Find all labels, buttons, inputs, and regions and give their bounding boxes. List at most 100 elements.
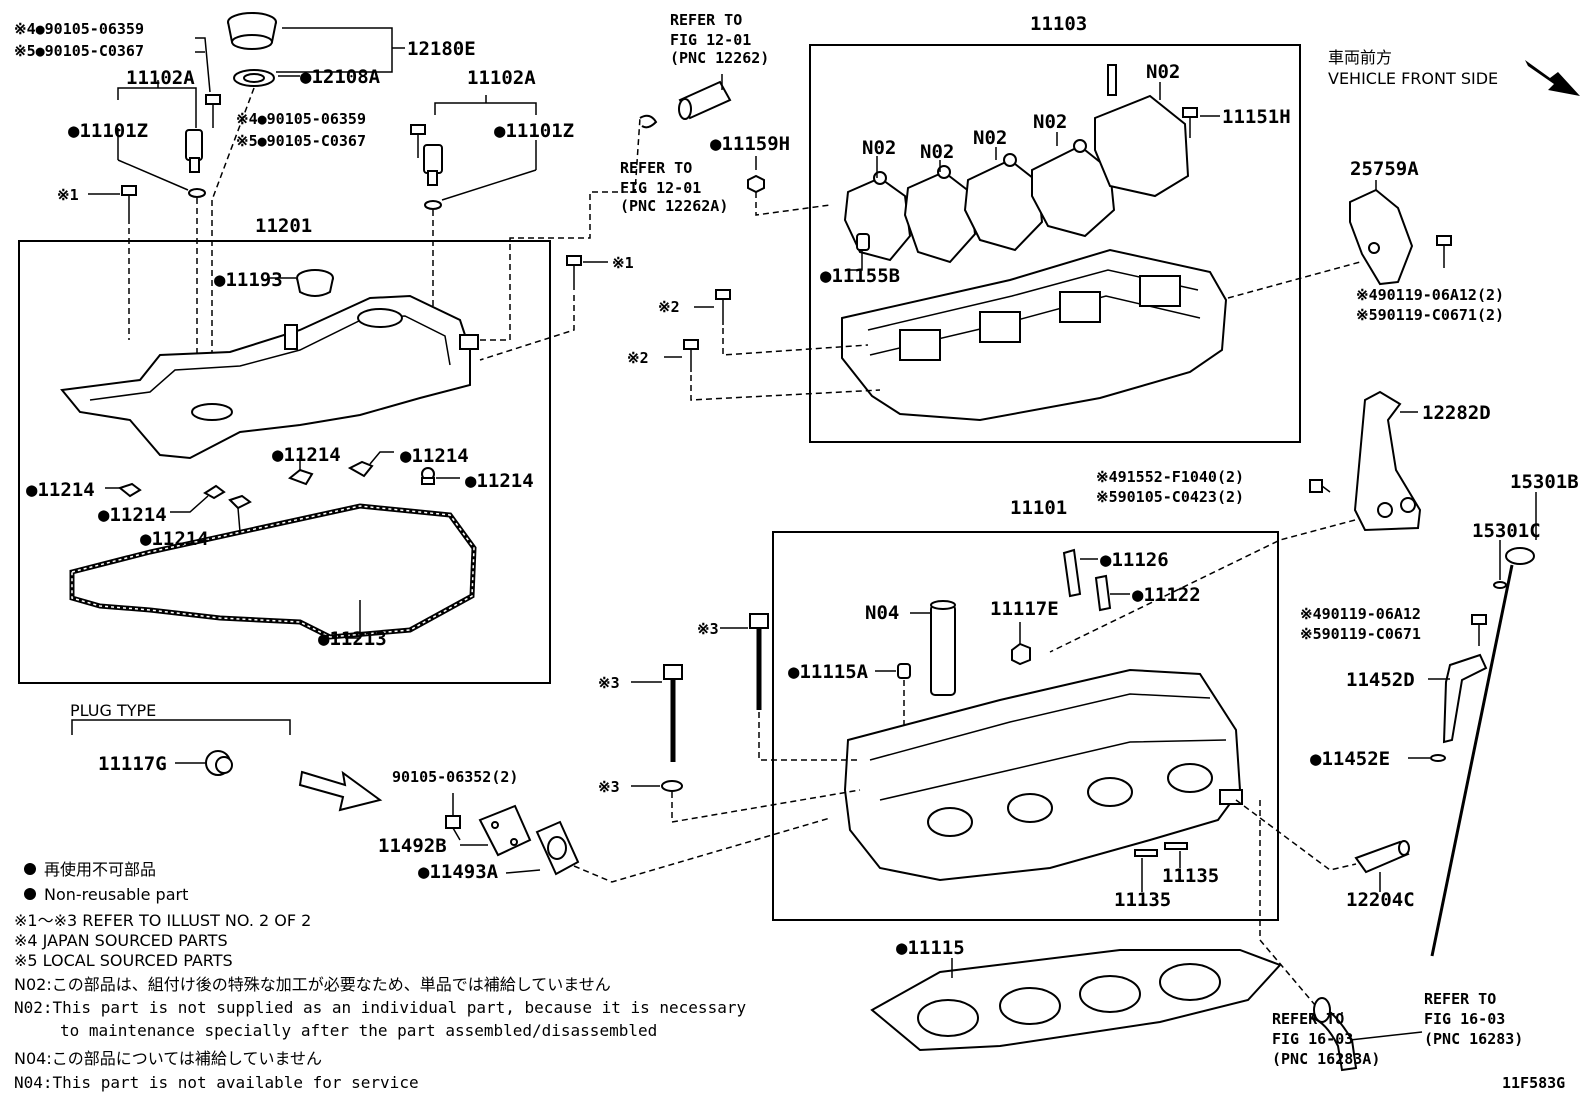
vehicle-front-arrow (1525, 60, 1580, 96)
cam-position-sensor-left[interactable] (185, 129, 203, 173)
note-n02-en-1: N02:This part is not supplied as an indi… (14, 998, 746, 1017)
guide-11126[interactable] (1062, 548, 1082, 598)
gasket-11493a[interactable] (535, 820, 580, 876)
bracket-12282d[interactable] (1353, 390, 1422, 532)
hose-clip[interactable] (639, 114, 658, 129)
plug-11117e[interactable] (1011, 642, 1031, 666)
label-25759a: 25759A (1350, 158, 1419, 180)
clip-11214-d[interactable] (117, 482, 142, 498)
bolt-s3-a[interactable] (749, 613, 769, 710)
clip-11214-c[interactable] (421, 467, 435, 485)
pin-11135-a[interactable] (1134, 849, 1158, 857)
dipstick-15301b[interactable] (1430, 547, 1535, 957)
note-n02-jp: N02:この部品は、組付け後の特殊な加工が必要なため、単品では補給していません (14, 975, 611, 994)
note-n04-en: N04:This part is not available for servi… (14, 1073, 419, 1092)
label-n02-e: N02 (1146, 61, 1180, 83)
legend-bullet-en (24, 888, 36, 900)
ref4-line1: REFER TO (1424, 990, 1496, 1008)
bolt-s1-b[interactable] (566, 255, 582, 290)
dipstick-guide-11452d[interactable] (1442, 653, 1488, 744)
o-ring-15301c[interactable] (1493, 581, 1507, 589)
clip-11214-a[interactable] (288, 468, 314, 486)
water-hose[interactable] (1310, 997, 1358, 1072)
cylinder-head-gasket[interactable] (870, 949, 1282, 1052)
bolt-s3-b[interactable] (663, 664, 683, 762)
bolt-left-sensor[interactable] (205, 94, 221, 128)
oil-filler-cap[interactable] (227, 12, 277, 50)
cylinder-head-group-box (772, 531, 1279, 921)
cover-gasket[interactable] (69, 503, 477, 640)
cylinder-head-cover[interactable] (60, 294, 479, 460)
label-s4-90119-06a12: ※490119-06A12 (1300, 605, 1421, 623)
note-s5: ※5 LOCAL SOURCED PARTS (14, 951, 233, 970)
washer-s3-c[interactable] (661, 780, 683, 792)
ref2-line1: REFER TO (620, 159, 692, 177)
o-ring-left[interactable] (188, 188, 206, 198)
temp-sensor-12204c[interactable] (1354, 840, 1410, 874)
pin-n04[interactable] (930, 600, 956, 696)
camshaft-housing[interactable] (841, 248, 1228, 422)
label-plug-type: PLUG TYPE (70, 701, 156, 720)
label-s4-90119-06a12-2: ※490119-06A12(2) (1356, 286, 1504, 304)
cover-plate-11492b[interactable] (478, 804, 532, 857)
clip-11214-e[interactable] (203, 484, 226, 500)
label-n02-d: N02 (1033, 111, 1067, 133)
label-s5-90105-c0367-b: ※5●90105-C0367 (236, 132, 366, 150)
label-11102a-right: 11102A (467, 67, 536, 89)
label-11103: 11103 (1030, 13, 1087, 35)
label-n04: N04 (865, 602, 899, 624)
front-label-en: VEHICLE FRONT SIDE (1328, 69, 1498, 88)
o-ring-right[interactable] (424, 200, 442, 210)
label-s3-b: ※3 (598, 674, 620, 692)
label-15301c: 15301C (1472, 520, 1541, 542)
ref3-line1: REFER TO (1272, 1010, 1344, 1028)
front-label-jp: 車両前方 (1328, 48, 1392, 67)
oil-filler-cap-gasket[interactable] (233, 69, 275, 87)
label-s1-b: ※1 (612, 254, 634, 272)
camshaft-housing-group-box (809, 44, 1301, 443)
cylinder-head[interactable] (843, 668, 1243, 882)
label-15301b: 15301B (1510, 471, 1579, 493)
assembly-arrow (298, 770, 383, 812)
clip-11214-b[interactable] (347, 460, 374, 478)
o-ring-11452e[interactable] (1430, 754, 1446, 762)
label-11122: ●11122 (1132, 584, 1201, 606)
label-11214-c: ●11214 (465, 470, 534, 492)
legend-non-reusable-jp: 再使用不可部品 (44, 860, 156, 879)
label-11101z-left: ●11101Z (68, 120, 148, 142)
note-s4: ※4 JAPAN SOURCED PARTS (14, 931, 228, 950)
pin-11135-b[interactable] (1164, 842, 1188, 850)
bolt-s2-b[interactable] (683, 339, 699, 372)
bolt-90119-06a12-2[interactable] (1436, 235, 1452, 268)
label-s4-90105-06359-a: ※4●90105-06359 (14, 20, 144, 38)
bolt-90105-06352[interactable] (445, 815, 461, 841)
label-90105-06352: 90105-06352(2) (392, 768, 518, 786)
dowel-11155b[interactable] (856, 233, 870, 251)
note-s1-s3: ※1～※3 REFER TO ILLUST NO. 2 OF 2 (14, 911, 311, 930)
bolt-90119-06a12[interactable] (1471, 614, 1487, 646)
ref4-line2: FIG 16-03 (1424, 1010, 1505, 1028)
bolt-right-sensor[interactable] (410, 124, 426, 158)
oil-filler-cap-small[interactable] (296, 269, 334, 297)
plug-type-bracket (71, 719, 291, 735)
label-11214-b: ●11214 (400, 445, 469, 467)
plug-11117g[interactable] (205, 750, 233, 776)
clip-11214-f[interactable] (228, 494, 252, 510)
camshaft-bearing-caps[interactable] (843, 64, 1190, 264)
guide-11122[interactable] (1094, 574, 1112, 612)
bracket-25759a[interactable] (1349, 188, 1414, 286)
ref1-line2: FIG 12-01 (670, 31, 751, 49)
dowel-11115a[interactable] (897, 663, 911, 679)
bolt-s1-a[interactable] (121, 185, 137, 218)
cam-position-sensor-right[interactable] (423, 144, 443, 186)
bolt-11151h[interactable] (1182, 107, 1198, 138)
bolt-91552-f1040[interactable] (1309, 479, 1331, 493)
ventilation-tube[interactable] (678, 80, 732, 120)
label-11101z-right: ●11101Z (494, 120, 574, 142)
nut-11159h[interactable] (747, 174, 765, 194)
bolt-s2-a[interactable] (715, 289, 731, 325)
label-11214-e: ●11214 (98, 504, 167, 526)
label-n02-b: N02 (920, 141, 954, 163)
note-n02-en-2: to maintenance specially after the part … (60, 1021, 657, 1040)
